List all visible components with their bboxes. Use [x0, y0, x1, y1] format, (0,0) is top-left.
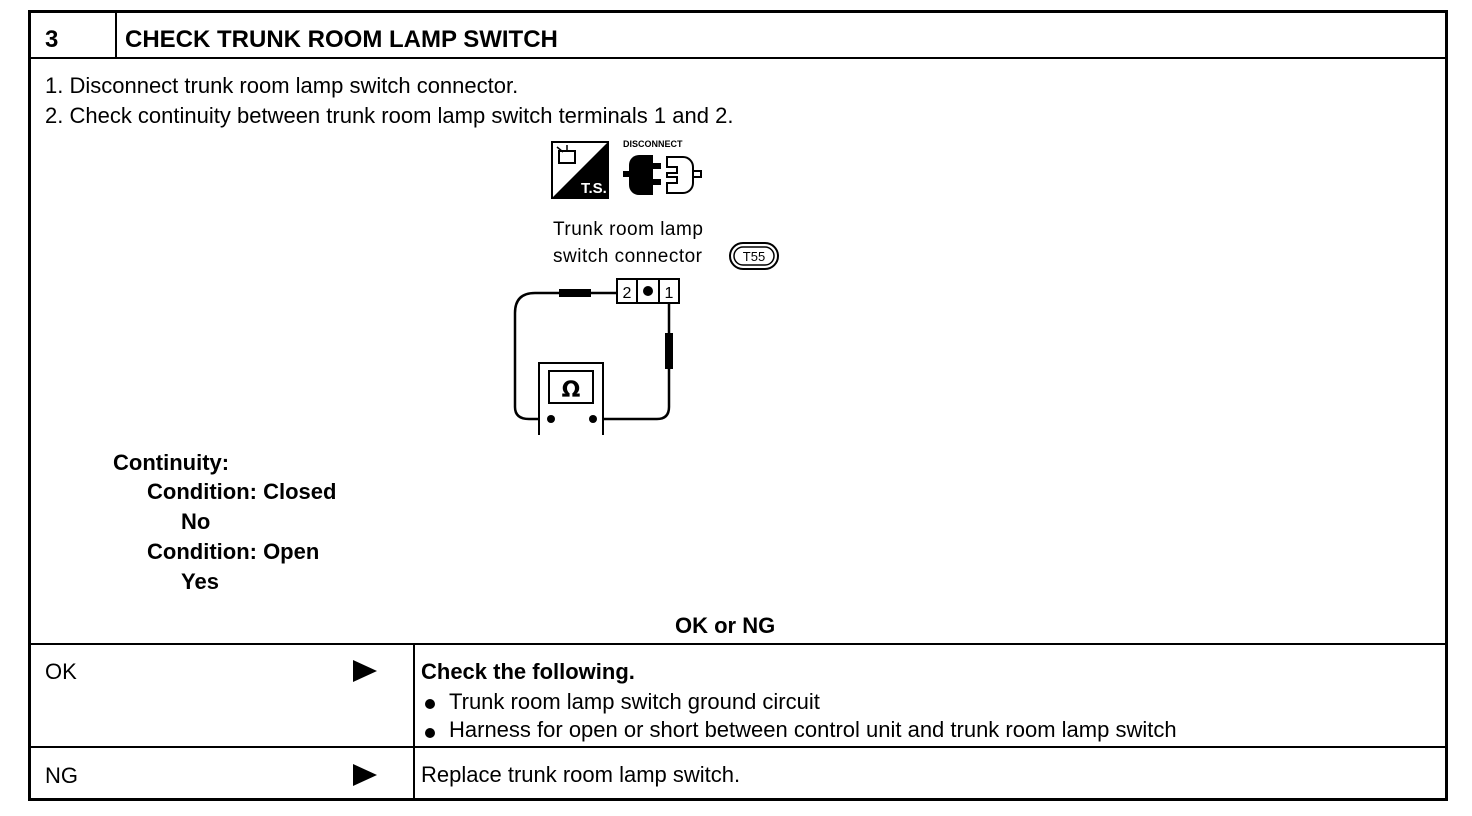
- results-divider: [413, 643, 415, 798]
- ok-or-ng-label: OK or NG: [675, 613, 776, 638]
- continuity-test-diagram: 2 1 Ω: [507, 275, 707, 440]
- result-closed: No: [181, 509, 211, 534]
- ok-item-2: Harness for open or short between contro…: [449, 717, 1177, 742]
- connector-label-line2: switch connector: [553, 246, 703, 267]
- connector-code-badge: T55: [729, 242, 779, 270]
- connector-label-line1: Trunk room lamp: [553, 219, 704, 240]
- continuity-heading: Continuity:: [113, 450, 230, 475]
- ts-icon: T.S.: [551, 141, 609, 199]
- ng-action: Replace trunk room lamp switch.: [421, 762, 741, 787]
- results-mid-rule: [31, 746, 1445, 748]
- ok-arrow-icon: [353, 660, 377, 682]
- header-divider: [115, 13, 117, 58]
- disconnect-icon: DISCONNECT: [619, 135, 709, 201]
- step-title: CHECK TRUNK ROOM LAMP SWITCH: [125, 26, 558, 53]
- condition-open: Condition: Open: [147, 539, 320, 564]
- instruction-2: 2. Check continuity between trunk room l…: [45, 103, 734, 128]
- ok-heading: Check the following.: [421, 659, 635, 684]
- disconnect-icon-label: DISCONNECT: [623, 139, 683, 149]
- ng-label: NG: [45, 763, 78, 788]
- ok-label: OK: [45, 659, 77, 684]
- terminal-1-label: 1: [665, 285, 674, 302]
- result-open: Yes: [181, 569, 219, 594]
- terminal-2-label: 2: [623, 285, 632, 302]
- inspection-step-table: 3 CHECK TRUNK ROOM LAMP SWITCH 1. Discon…: [28, 10, 1448, 801]
- bullet-icon: [425, 699, 435, 709]
- ng-arrow-icon: [353, 764, 377, 786]
- connector-code: T55: [743, 249, 765, 264]
- ohm-symbol: Ω: [562, 378, 581, 403]
- ts-icon-label: T.S.: [581, 180, 607, 197]
- step-number: 3: [45, 26, 59, 53]
- ok-item-1: Trunk room lamp switch ground circuit: [449, 689, 820, 714]
- instruction-1: 1. Disconnect trunk room lamp switch con…: [45, 73, 519, 98]
- condition-closed: Condition: Closed: [147, 479, 337, 504]
- header-bottom-rule: [31, 57, 1445, 59]
- bullet-icon: [425, 728, 435, 738]
- results-top-rule: [31, 643, 1445, 645]
